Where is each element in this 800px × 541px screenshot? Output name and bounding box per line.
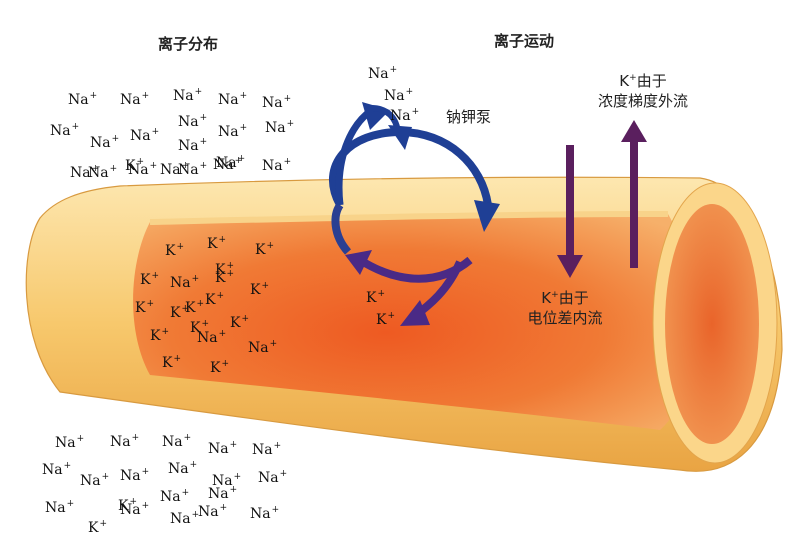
intracellular-potassium-ion: K+ <box>250 281 270 298</box>
extracellular-bottom-sodium-ion: Na+ <box>170 510 200 527</box>
extracellular-bottom-sodium-ion: Na+ <box>162 433 192 450</box>
extracellular-bottom-sodium-ion: Na+ <box>120 467 150 484</box>
influx-text-2: 电位差内流 <box>527 309 603 327</box>
extracellular-top-sodium-ion: Na+ <box>160 161 190 178</box>
intracellular-potassium-ion: K+ <box>162 354 182 371</box>
pump-arrowhead-top <box>474 200 500 232</box>
na-out-arrowhead-2 <box>388 125 412 150</box>
extracellular-top-sodium-ion: Na+ <box>178 113 208 130</box>
extracellular-bottom-sodium-ion: Na+ <box>208 485 238 502</box>
extracellular-top-sodium-ion: Na+ <box>178 161 208 178</box>
extracellular-bottom-sodium-ion: Na+ <box>252 441 282 458</box>
extracellular-bottom-sodium-ion: Na+ <box>42 461 72 478</box>
influx-arrow-shaft <box>566 145 574 257</box>
extracellular-top-sodium-ion: Na+ <box>70 164 100 181</box>
extracellular-top-sodium-ion: Na+ <box>218 123 248 140</box>
extracellular-top-sodium-ion: Na+ <box>173 87 203 104</box>
intracellular-sodium-ion: Na+ <box>248 339 278 356</box>
intracellular-sodium-ion: Na+ <box>170 274 200 291</box>
extracellular-top-sodium-ion: Na+ <box>68 91 98 108</box>
k-in-arrowhead <box>400 300 430 326</box>
pump-arrowhead-bottom <box>345 250 372 275</box>
extracellular-bottom-sodium-ion: Na+ <box>160 488 190 505</box>
na-out-arrow <box>335 107 375 206</box>
extracellular-top-sodium-ion: Na+ <box>130 127 160 144</box>
influx-label-line1: K+由于 <box>500 285 630 308</box>
extracellular-bottom-sodium-ion: Na+ <box>212 472 242 489</box>
movement-heading: 离子运动 <box>494 32 555 50</box>
extracellular-bottom-sodium-ion: Na+ <box>80 472 110 489</box>
extracellular-bottom-sodium-ion: Na+ <box>198 503 228 520</box>
pump-out-sodium-ion: Na+ <box>390 107 420 124</box>
extracellular-top-sodium-ion: Na+ <box>90 134 120 151</box>
intracellular-potassium-ion: K+ <box>255 241 275 258</box>
extracellular-bottom-sodium-ion: Na+ <box>120 501 150 518</box>
efflux-ion: K <box>619 72 630 90</box>
intracellular-potassium-ion: K+ <box>205 291 225 308</box>
extracellular-top-sodium-ion: Na+ <box>213 156 243 173</box>
intracellular-potassium-ion: K+ <box>190 319 210 336</box>
intracellular-potassium-ion: K+ <box>135 299 155 316</box>
cytoplasm-rim <box>149 211 669 225</box>
efflux-text-2: 浓度梯度外流 <box>597 92 688 110</box>
extracellular-top-sodium-ion: Na+ <box>218 91 248 108</box>
pump-in-potassium-ion: K+ <box>376 311 396 328</box>
extracellular-top-sodium-ion: Na+ <box>262 94 292 111</box>
extracellular-bottom-sodium-ion: Na+ <box>168 460 198 477</box>
distribution-heading: 离子分布 <box>158 35 219 53</box>
extracellular-bottom-sodium-ion: Na+ <box>208 440 238 457</box>
intracellular-potassium-ion: K+ <box>170 304 190 321</box>
influx-charge: + <box>551 290 559 300</box>
influx-arrowhead <box>557 255 583 278</box>
pump-label: 钠钾泵 <box>446 108 492 126</box>
intracellular-potassium-ion: K+ <box>230 314 250 331</box>
extracellular-top-sodium-ion: Na+ <box>216 154 246 171</box>
extracellular-top-sodium-ion: Na+ <box>128 161 158 178</box>
efflux-arrowhead <box>621 120 647 142</box>
extracellular-top-potassium-ion: K+ <box>125 157 145 174</box>
extracellular-bottom-sodium-ion: Na+ <box>55 434 85 451</box>
intracellular-potassium-ion: K+ <box>185 299 205 316</box>
intracellular-potassium-ion: K+ <box>165 242 185 259</box>
intracellular-potassium-ion: K+ <box>140 271 160 288</box>
extracellular-bottom-potassium-ion: K+ <box>118 497 138 514</box>
extracellular-bottom-sodium-ion: Na+ <box>250 505 280 522</box>
extracellular-top-sodium-ion: Na+ <box>178 137 208 154</box>
influx-ion: K <box>541 289 552 307</box>
intracellular-potassium-ion: K+ <box>150 327 170 344</box>
axon-lumen <box>665 204 759 444</box>
extracellular-top-sodium-ion: Na+ <box>88 164 118 181</box>
extracellular-bottom-potassium-ion: K+ <box>88 519 108 536</box>
intracellular-potassium-ion: K+ <box>215 269 235 286</box>
influx-label: K+由于 电位差内流 <box>500 285 630 328</box>
intracellular-potassium-ion: K+ <box>210 359 230 376</box>
efflux-label-line1: K+由于 <box>578 68 708 91</box>
extracellular-top-sodium-ion: Na+ <box>50 122 80 139</box>
extracellular-top-sodium-ion: Na+ <box>262 157 292 174</box>
extracellular-bottom-sodium-ion: Na+ <box>258 469 288 486</box>
intracellular-potassium-ion: K+ <box>215 261 235 278</box>
intracellular-potassium-ion: K+ <box>207 235 227 252</box>
intracellular-sodium-ion: Na+ <box>197 329 227 346</box>
pump-in-potassium-ion: K+ <box>366 289 386 306</box>
extracellular-bottom-sodium-ion: Na+ <box>110 433 140 450</box>
efflux-arrow-shaft <box>630 140 638 268</box>
pump-out-sodium-ion: Na+ <box>368 65 398 82</box>
pump-out-sodium-ion: Na+ <box>384 87 414 104</box>
efflux-label: K+由于 浓度梯度外流 <box>578 68 708 111</box>
influx-text-1: 由于 <box>558 289 589 307</box>
extracellular-top-sodium-ion: Na+ <box>265 119 295 136</box>
extracellular-top-sodium-ion: Na+ <box>120 91 150 108</box>
efflux-text-1: 由于 <box>636 72 667 90</box>
efflux-charge: + <box>629 73 637 83</box>
pump-arc-left <box>331 202 352 255</box>
extracellular-bottom-sodium-ion: Na+ <box>45 499 75 516</box>
